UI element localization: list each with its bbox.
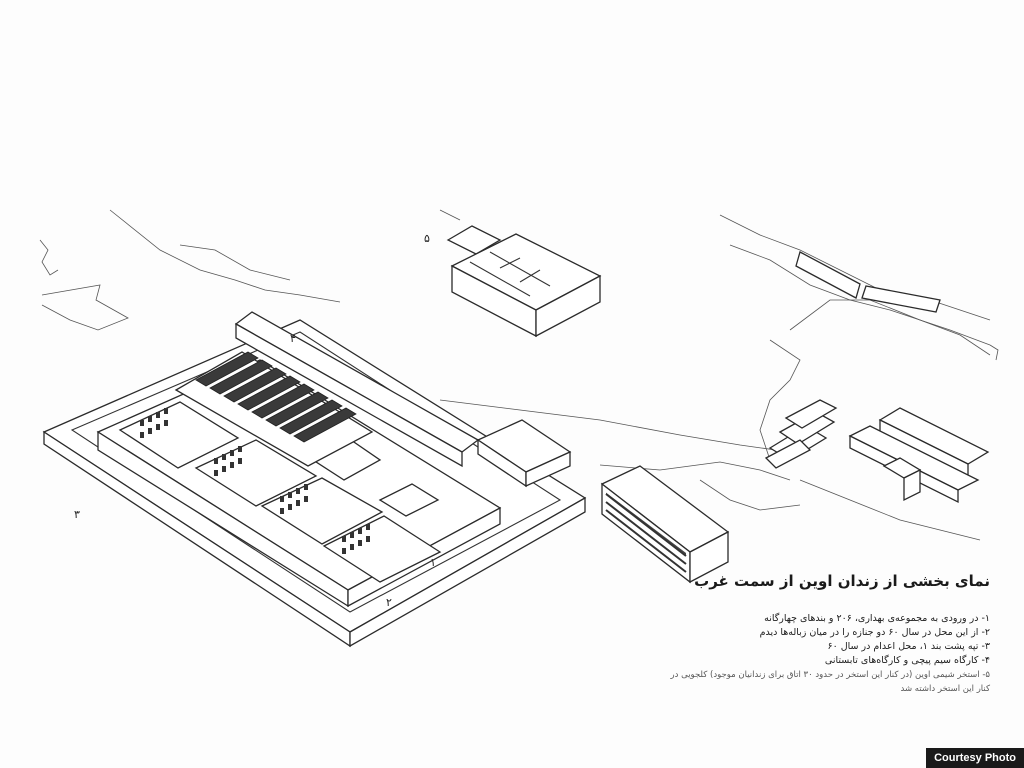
main-cellblock: [96, 359, 502, 608]
marker-3: ۳: [74, 508, 80, 521]
skylight-roof: [174, 351, 374, 467]
marker-5: ۵: [424, 232, 430, 245]
marker-2: ۲: [386, 596, 392, 609]
long-rear-building: [234, 311, 572, 488]
caption-title: نمای بخشی از زندان اوین از سمت غرب: [694, 572, 990, 590]
caption-legend: نمای بخشی از زندان اوین از سمت غرب ۱- در…: [660, 572, 990, 696]
photo-credit: Courtesy Photo: [926, 748, 1024, 768]
tall-building: [600, 465, 730, 584]
legend-item: ۴- کارگاه سیم پیچی و کارگاه‌های تابستانی: [824, 655, 990, 666]
upper-building: [446, 225, 602, 338]
legend-item: ۱- در ورودی به مجموعه‌ی بهداری، ۲۰۶ و بن…: [764, 613, 990, 624]
legend-item: ۲- از این محل در سال ۶۰ دو جنازه را در م…: [759, 627, 990, 638]
marker-4: ۴: [290, 332, 296, 345]
marker-1: ۱: [430, 556, 436, 569]
right-buildings: [764, 251, 990, 504]
legend-item: ۵- استخر شیمی اوین (در کنار این استخر در…: [670, 670, 990, 694]
legend-item: ۳- تپه پشت بند ۱، محل اعدام در سال ۶۰: [827, 641, 990, 652]
